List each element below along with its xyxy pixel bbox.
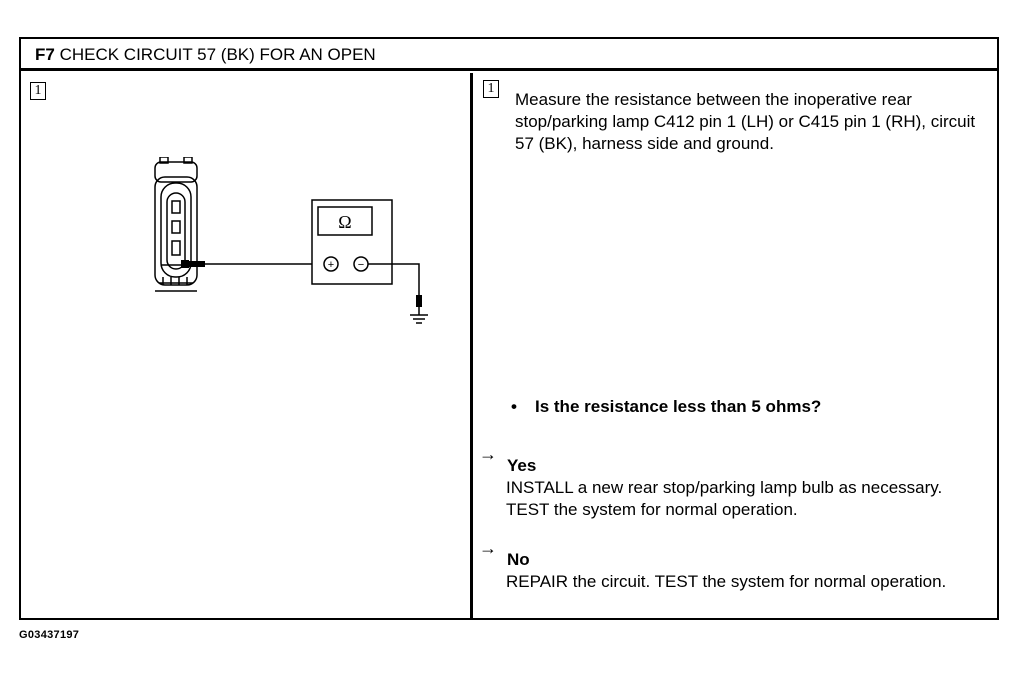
procedure-header: F7 CHECK CIRCUIT 57 (BK) FOR AN OPEN [21,39,997,71]
minus-terminal: − [358,259,364,271]
left-step-number: 1 [30,82,46,100]
arrow-right-icon: → [479,538,497,558]
procedure-table: F7 CHECK CIRCUIT 57 (BK) FOR AN OPEN 1 [19,37,999,620]
question-text: Is the resistance less than 5 ohms? [535,397,822,416]
procedure-title: CHECK CIRCUIT 57 (BK) FOR AN OPEN [59,45,376,64]
figure-id: G03437197 [19,629,80,641]
arrow-right-icon: → [479,444,497,464]
right-step-number: 1 [483,80,499,98]
answer-no-text: REPAIR the circuit. TEST the system for … [506,572,947,591]
diagnostic-question: • Is the resistance less than 5 ohms? [511,396,821,418]
ohm-symbol: Ω [338,212,351,232]
question-bullet: • [511,397,517,416]
step-instruction: Measure the resistance between the inope… [515,90,976,153]
answer-yes-label: Yes [507,456,537,475]
test-lead-negative [368,263,420,297]
ohmmeter-icon: Ω + − [311,199,393,285]
procedure-code: F7 [35,45,55,64]
probe-icon [181,260,205,268]
answer-no-label: No [507,550,530,569]
column-divider [470,73,473,618]
connector-icon [154,157,198,292]
plus-terminal: + [328,259,334,271]
ground-probe-icon [416,295,422,307]
ground-icon [410,307,428,324]
answer-yes-text: INSTALL a new rear stop/parking lamp bul… [506,478,943,519]
ohmmeter-test-diagram: Ω + − [154,157,422,307]
